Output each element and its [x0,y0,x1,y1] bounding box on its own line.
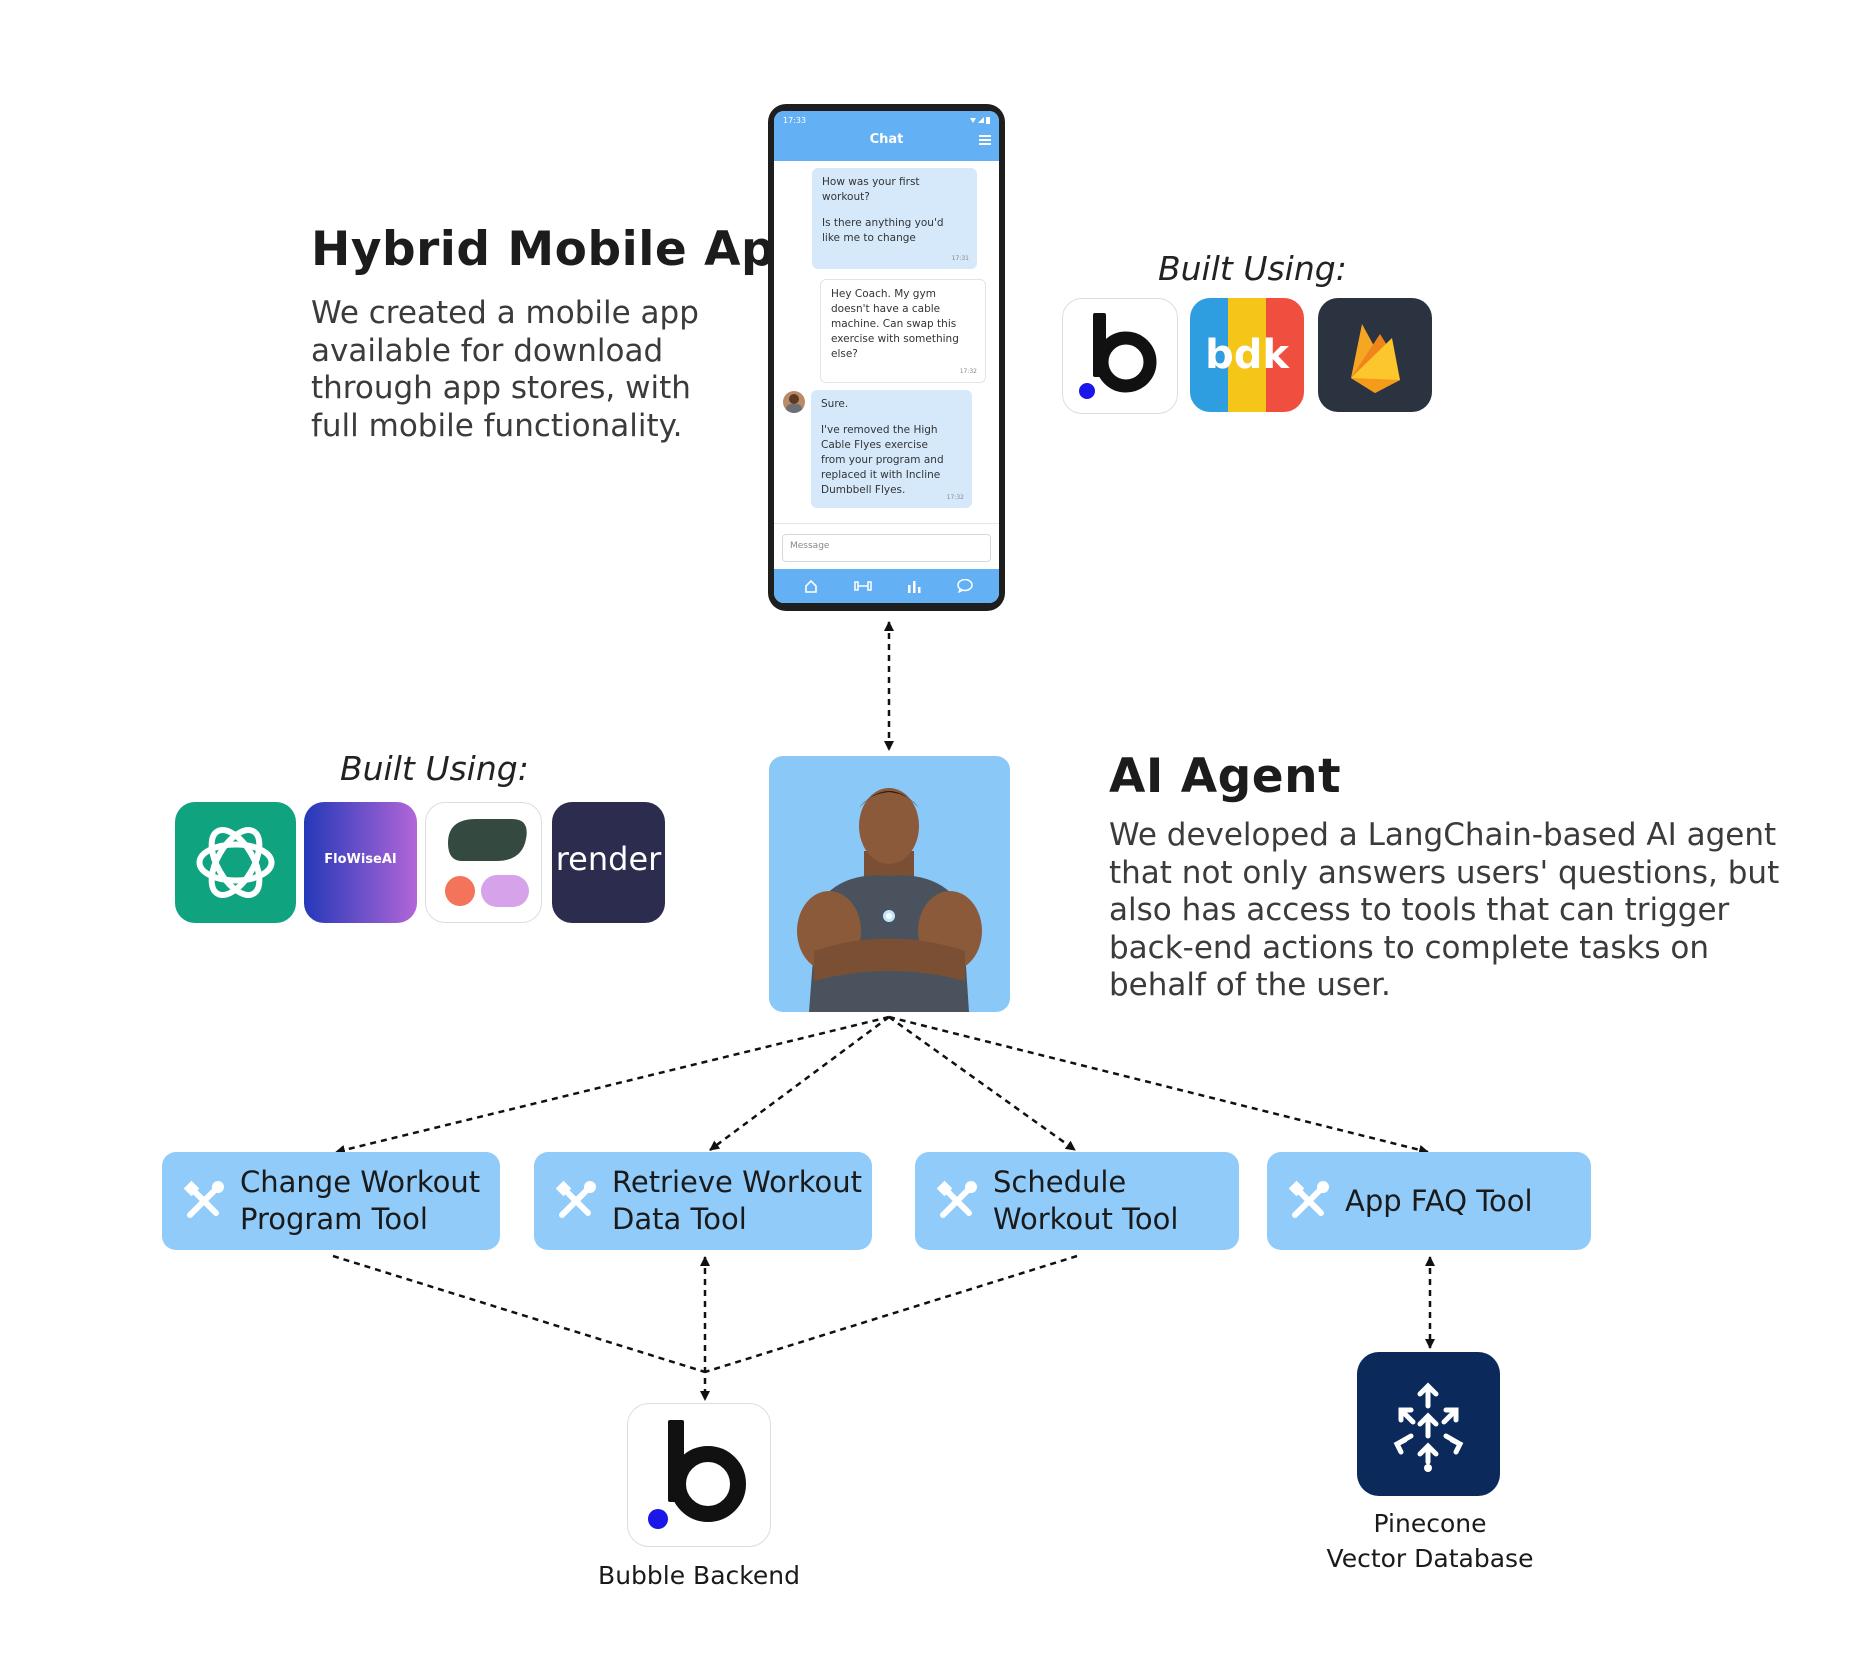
message-line: Hey Coach. My gym [831,288,936,300]
tool-label: Retrieve Workout Data Tool [612,1164,862,1238]
message-line: like me to change [822,232,916,244]
tool-label: Schedule Workout Tool [993,1164,1178,1238]
svg-text:bdk: bdk [1205,332,1290,378]
logo-icon [425,802,542,923]
dumbbell-icon[interactable] [854,580,872,592]
chat-title: Chat [869,132,904,147]
chat-icon[interactable] [957,579,973,593]
description-line: We developed a LangChain-based AI agent [1109,817,1777,853]
ai-agent-description: We developed a LangChain-based AI agent … [1109,817,1809,1005]
openai-logo-icon [175,802,296,923]
message-time: 17:31 [951,255,969,262]
retrieve-workout-data-tool[interactable]: Retrieve Workout Data Tool [534,1152,872,1250]
tool-label-line: Schedule [993,1165,1127,1199]
message-time: 17:32 [959,368,977,375]
message-line: Is there anything you'd [822,217,944,229]
tools-icon [1288,1180,1329,1218]
ai-agent-avatar [769,756,1010,1012]
phone-screen: 17:33 Chat How was your first workout? I… [774,111,999,603]
render-logo-icon: render [552,802,665,923]
mobile-built-label: Built Using: [1158,249,1347,288]
message-line: I've removed the High [821,424,938,436]
chat-header: 17:33 Chat [774,111,999,161]
stats-icon[interactable] [907,579,921,593]
message-line: How was your first [822,176,920,188]
change-workout-program-tool[interactable]: Change Workout Program Tool [162,1152,500,1250]
tool-label-line: Retrieve Workout [612,1165,862,1199]
status-time: 17:33 [783,116,807,125]
bdk-logo-icon: bdk [1190,298,1304,412]
message-line: else? [831,348,858,360]
coach-avatar [783,391,805,413]
tool-label: Change Workout Program Tool [240,1164,480,1238]
home-icon[interactable] [804,579,818,593]
message-line: replaced it with Incline [821,469,941,481]
agent-tool3-connector [888,1015,1076,1152]
tools-icon [183,1180,224,1218]
description-line: available for download [311,332,664,369]
tool-label-line: Program Tool [240,1202,428,1236]
message-line: workout? [822,191,870,203]
phone-mockup: 17:33 Chat How was your first workout? I… [768,104,1005,611]
chat-message-coach: How was your first workout? Is there any… [812,168,977,269]
message-line: doesn't have a cable [831,303,941,315]
menu-icon[interactable] [979,135,991,145]
firebase-logo-icon [1318,298,1432,412]
message-line: machine. Can swap this [831,318,957,330]
description-line: behalf of the user. [1109,967,1391,1003]
mobile-app-description: We created a mobile app available for do… [311,295,731,445]
tool1-bubble-connector [332,1254,706,1374]
message-line: Cable Flyes exercise [821,439,928,451]
agent-built-label: Built Using: [340,749,529,788]
description-line: We created a mobile app [311,295,699,331]
bubble-backend-icon [627,1403,771,1547]
bubble-logo-icon [1062,298,1178,414]
ai-agent-title: AI Agent [1109,749,1342,804]
divider [774,523,999,524]
schedule-workout-tool[interactable]: Schedule Workout Tool [915,1152,1239,1250]
tool-label-line: Change Workout [240,1165,481,1199]
tools-icon [555,1180,596,1218]
bubble-backend-caption: Bubble Backend [598,1561,800,1590]
agent-tool2-connector [709,1015,890,1152]
message-line: exercise with something [831,333,959,345]
mobile-app-title: Hybrid Mobile App [311,222,810,277]
chat-message-user: Hey Coach. My gym doesn't have a cable m… [820,279,986,383]
flowise-logo-icon: FloWiseAI [304,802,417,923]
description-line: through app stores, with [311,370,691,406]
tool-label: App FAQ Tool [1345,1183,1533,1218]
message-line: Dumbbell Flyes. [821,484,906,496]
pinecone-caption: Pinecone Vector Database [1300,1506,1560,1576]
agent-tool4-connector [888,1015,1429,1155]
app-faq-tool[interactable]: App FAQ Tool [1267,1152,1591,1250]
pinecone-logo-icon [1357,1352,1500,1496]
agent-tool1-connector [335,1015,890,1155]
chat-message-coach: Sure. I've removed the High Cable Flyes … [811,390,972,508]
message-time: 17:32 [946,494,964,501]
message-line: from your program and [821,454,944,466]
status-icons [970,117,990,124]
description-line: full mobile functionality. [311,407,683,444]
description-line: that not only answers users' questions, … [1109,854,1780,891]
caption-line: Pinecone [1373,1509,1487,1538]
caption-line: Vector Database [1326,1544,1534,1573]
flowise-text: FloWiseAI [324,852,397,867]
render-text: render [555,840,662,878]
tool-label-line: Data Tool [612,1202,747,1236]
message-input[interactable]: Message [782,534,991,562]
tool3-bubble-connector [704,1254,1078,1374]
tools-icon [936,1180,977,1218]
tool-label-line: Workout Tool [993,1202,1179,1236]
message-line: Sure. [821,398,849,410]
description-line: back-end actions to complete tasks on [1109,929,1710,966]
bottom-nav [774,569,999,603]
description-line: also has access to tools that can trigge… [1109,892,1730,928]
